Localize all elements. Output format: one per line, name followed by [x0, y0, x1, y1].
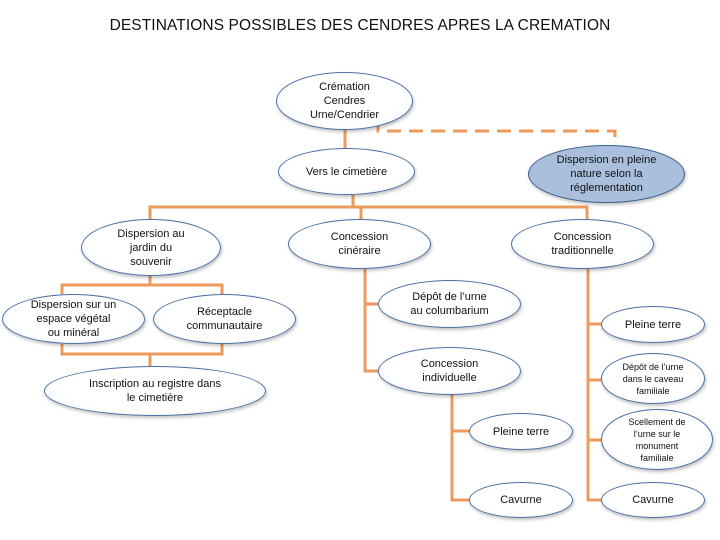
node-label: Dispersion au jardin du souvenir — [117, 227, 185, 268]
node-receptacle: Réceptacle communautaire — [153, 294, 296, 344]
node-jardin-souvenir: Dispersion au jardin du souvenir — [81, 219, 221, 276]
node-label: Concession traditionnelle — [551, 231, 614, 257]
node-label: Pleine terre — [624, 318, 682, 331]
node-traditionnelle-pleine-terre: Pleine terre — [601, 306, 705, 343]
node-label: Scellement de l’urne sur le monument fam… — [628, 416, 686, 463]
node-label: Crémation Cendres Urne/Cendrier — [309, 81, 380, 121]
node-label: Inscription au registre dans le cimetièr… — [88, 378, 222, 404]
node-depot-columbarium: Dépôt de l’urne au columbarium — [378, 280, 521, 328]
diagram-title: DESTINATIONS POSSIBLES DES CENDRES APRES… — [109, 17, 611, 34]
node-label: Réceptacle communautaire — [186, 306, 263, 332]
node-vers-cimetiere: Vers le cimetière — [278, 148, 415, 195]
node-label: Concession individuelle — [420, 358, 479, 384]
connector-root-to-nature-dashed — [376, 118, 617, 145]
connector-cineraire-trunk — [363, 269, 378, 373]
node-concession-individuelle: Concession individuelle — [378, 347, 521, 395]
node-depot-caveau-familiale: Dépôt de l’urne dans le caveau familiale — [601, 353, 705, 404]
connector-individuelle-trunk — [450, 395, 469, 502]
node-label: Pleine terre — [492, 425, 550, 438]
node-label: Dépôt de l’urne au columbarium — [410, 291, 489, 317]
node-cremation-root: Crémation Cendres Urne/Cendrier — [276, 72, 413, 130]
node-label: Concession cinéraire — [330, 231, 389, 257]
connector-jardin-children-bar — [60, 283, 224, 294]
node-concession-traditionnelle: Concession traditionnelle — [511, 219, 654, 269]
node-espace-vegetal: Dispersion sur un espace végétal ou miné… — [2, 294, 145, 344]
connector-traditionnelle-trunk — [586, 269, 601, 502]
node-scellement-monument: Scellement de l’urne sur le monument fam… — [601, 409, 713, 470]
node-individuelle-pleine-terre: Pleine terre — [469, 413, 573, 450]
node-label: Vers le cimetière — [305, 165, 388, 178]
connector-merge-bar — [60, 344, 224, 356]
node-label: Dépôt de l’urne dans le caveau familiale — [622, 361, 684, 396]
node-traditionnelle-cavurne: Cavurne — [601, 482, 705, 518]
node-individuelle-cavurne: Cavurne — [469, 482, 573, 518]
node-label: Cavurne — [632, 494, 674, 506]
node-label: Cavurne — [500, 494, 542, 506]
node-label: Dispersion en pleine nature selon la rég… — [556, 154, 657, 194]
node-inscription-registre: Inscription au registre dans le cimetièr… — [44, 366, 266, 416]
node-label: Dispersion sur un espace végétal ou miné… — [30, 299, 117, 339]
connector-level2-bar — [148, 205, 589, 219]
node-concession-cineraire: Concession cinéraire — [288, 219, 431, 269]
node-dispersion-nature: Dispersion en pleine nature selon la rég… — [528, 145, 685, 203]
